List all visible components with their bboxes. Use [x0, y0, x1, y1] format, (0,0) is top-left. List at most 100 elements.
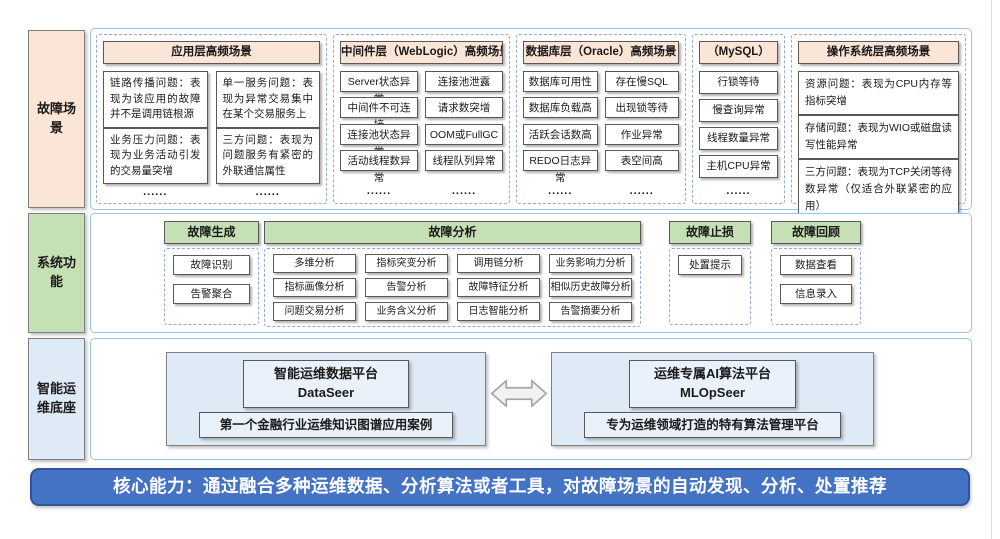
column-os-layer: 操作系统层高频场景 资源问题：表现为CPU内存等指标突增 存储问题：表现为WIO…	[791, 34, 966, 234]
fault-item: 活动线程数异常	[340, 149, 418, 184]
section-system-functions: 系统功能 故障生成 故障识别 告警聚合 故障分析 多维分析 指标突变分析 调用链…	[28, 213, 972, 333]
platform-title: 智能运维数据平台 DataSeer	[243, 360, 409, 408]
column-header: 中间件层（WebLogic）高频场景	[340, 41, 503, 64]
fault-item: 中间件不可连接	[340, 97, 418, 131]
fault-item: 线程数量异常	[699, 127, 778, 150]
fault-item: 活跃会话数高	[523, 123, 598, 145]
column-body: 资源问题：表现为CPU内存等指标突增 存储问题：表现为WIO或磁盘读写性能异常 …	[798, 71, 959, 234]
fault-item: 业务压力问题：表现为业务活动引发的交易量突增	[103, 127, 208, 184]
fault-item: 请求数突增	[425, 97, 503, 119]
column-header: 数据库层（Oracle）高频场景	[523, 41, 679, 64]
fault-item: REDO日志异常	[523, 149, 598, 184]
aiops-base-panel: 智能运维数据平台 DataSeer 第一个金融行业运维知识图谱应用案例 运维专属…	[90, 338, 972, 460]
function-item: 故障识别	[173, 255, 250, 275]
function-item: 业务含义分析	[365, 302, 448, 321]
group-body: 多维分析 指标突变分析 调用链分析 业务影响力分析 指标画像分析 告警分析 故障…	[264, 248, 641, 327]
function-item: 日志智能分析	[457, 302, 540, 321]
fault-scenarios-panel: 应用层高频场景 链路传播问题：表现为该应用的故障并不是调用链根源 业务压力问题：…	[90, 28, 972, 234]
function-item: 问题交易分析	[273, 302, 356, 321]
group-body: 故障识别 告警聚合	[164, 248, 259, 325]
ellipsis: ......	[629, 185, 654, 197]
system-functions-label: 系统功能	[28, 213, 85, 333]
fault-item: 存储问题：表现为WIO或磁盘读写性能异常	[798, 115, 959, 159]
column-mysql: （MySQL） 行锁等待 慢查询异常 线程数量异常 主机CPU异常 ......	[692, 34, 785, 204]
fault-item: Server状态异常	[340, 71, 418, 105]
bidirectional-arrow-icon	[490, 379, 548, 408]
fault-scenarios-label: 故障场景	[28, 30, 85, 208]
column-body: 行锁等待 慢查询异常 线程数量异常 主机CPU异常 ......	[699, 71, 778, 197]
group-header: 故障分析	[264, 221, 641, 244]
ellipsis: ......	[366, 185, 392, 197]
column-body: Server状态异常 连接池泄露 中间件不可连接 请求数突增 连接池状态异常 O…	[340, 71, 503, 197]
fault-item: 行锁等待	[699, 71, 778, 94]
fault-item: 三方问题：表现为问题服务有紧密的外联通信属性	[215, 127, 320, 184]
column-header: （MySQL）	[699, 41, 778, 64]
fault-item: 单一服务问题：表现为异常交易集中在某个交易服务上	[215, 71, 320, 128]
ellipsis: ......	[451, 185, 477, 197]
platform-title-line2: MLOpSeer	[679, 384, 745, 400]
fault-item: 主机CPU异常	[699, 155, 778, 178]
group-header: 故障止损	[669, 221, 751, 244]
fault-item: 慢查询异常	[699, 99, 778, 122]
platform-description: 第一个金融行业运维知识图谱应用案例	[198, 411, 454, 438]
fault-item: 连接池泄露	[425, 71, 503, 92]
function-item: 指标画像分析	[273, 278, 356, 297]
group-header: 故障回顾	[771, 221, 861, 244]
ellipsis: ......	[726, 185, 751, 197]
section-aiops-base: 智能运维底座 智能运维数据平台 DataSeer 第一个金融行业运维知识图谱应用…	[28, 338, 972, 460]
function-item: 多维分析	[273, 254, 356, 273]
ellipsis: ......	[255, 186, 280, 198]
function-item: 告警分析	[365, 278, 448, 297]
ellipsis: ......	[548, 185, 573, 197]
function-item: 告警聚合	[173, 284, 250, 304]
system-functions-panel: 故障生成 故障识别 告警聚合 故障分析 多维分析 指标突变分析 调用链分析 业务…	[90, 213, 972, 333]
fault-item: 存在慢SQL	[604, 71, 679, 92]
column-body: 数据库可用性 存在慢SQL 数据库负载高 出现锁等待 活跃会话数高 作业异常 R…	[523, 71, 679, 197]
fault-item: OOM或FullGC	[425, 123, 503, 145]
column-header: 应用层高频场景	[103, 41, 320, 64]
function-item: 相似历史故障分析	[549, 278, 632, 297]
column-application-layer: 应用层高频场景 链路传播问题：表现为该应用的故障并不是调用链根源 业务压力问题：…	[96, 34, 327, 204]
function-item: 调用链分析	[457, 254, 540, 273]
platform-description: 专为运维领域打造的特有算法管理平台	[584, 411, 841, 438]
fault-item: 连接池状态异常	[340, 123, 418, 158]
aiops-base-label: 智能运维底座	[28, 338, 85, 460]
core-capability-bar: 核心能力：通过融合多种运维数据、分析算法或者工具，对故障场景的自动发现、分析、处…	[30, 468, 970, 506]
column-middleware-weblogic: 中间件层（WebLogic）高频场景 Server状态异常 连接池泄露 中间件不…	[333, 34, 510, 204]
column-database-oracle: 数据库层（Oracle）高频场景 数据库可用性 存在慢SQL 数据库负载高 出现…	[516, 34, 686, 204]
group-header: 故障生成	[164, 221, 259, 244]
group-body: 数据查看 信息录入	[771, 248, 861, 325]
fault-item: 线程队列异常	[425, 149, 503, 171]
platform-dataseer: 智能运维数据平台 DataSeer 第一个金融行业运维知识图谱应用案例	[166, 352, 486, 446]
group-fault-analysis: 故障分析 多维分析 指标突变分析 调用链分析 业务影响力分析 指标画像分析 告警…	[264, 221, 641, 327]
group-fault-review: 故障回顾 数据查看 信息录入	[771, 221, 861, 325]
ellipsis: ......	[143, 186, 168, 198]
fault-item: 作业异常	[604, 123, 679, 145]
sub-column: 链路传播问题：表现为该应用的故障并不是调用链根源 业务压力问题：表现为业务活动引…	[103, 71, 208, 198]
fault-item: 数据库可用性	[523, 71, 598, 92]
function-item: 告警摘要分析	[549, 302, 632, 321]
page-edge	[991, 0, 992, 539]
function-item: 信息录入	[780, 284, 852, 304]
fault-item: 链路传播问题：表现为该应用的故障并不是调用链根源	[103, 71, 208, 128]
function-item: 故障特征分析	[457, 278, 540, 297]
platform-mlopseer: 运维专属AI算法平台 MLOpSeer 专为运维领域打造的特有算法管理平台	[551, 352, 874, 446]
function-item: 数据查看	[780, 255, 852, 275]
column-body: 链路传播问题：表现为该应用的故障并不是调用链根源 业务压力问题：表现为业务活动引…	[103, 71, 320, 198]
platform-title-line2: DataSeer	[297, 384, 355, 400]
fault-item: 表空间高	[604, 149, 679, 171]
column-header: 操作系统层高频场景	[798, 41, 959, 64]
group-body: 处置提示	[669, 248, 751, 325]
section-fault-scenarios: 故障场景 应用层高频场景 链路传播问题：表现为该应用的故障并不是调用链根源 业务…	[28, 28, 972, 234]
sub-column: 单一服务问题：表现为异常交易集中在某个交易服务上 三方问题：表现为问题服务有紧密…	[215, 71, 320, 198]
function-item: 业务影响力分析	[549, 254, 632, 273]
platform-title: 运维专属AI算法平台 MLOpSeer	[629, 360, 796, 408]
fault-item: 资源问题：表现为CPU内存等指标突增	[798, 71, 959, 115]
group-fault-generation: 故障生成 故障识别 告警聚合	[164, 221, 259, 325]
platform-title-line1: 智能运维数据平台	[273, 366, 378, 381]
fault-item: 出现锁等待	[604, 97, 679, 119]
fault-item: 三方问题：表现为TCP关闭等待数异常（仅适合外联紧密的应用）	[798, 159, 959, 220]
fault-item: 数据库负载高	[523, 97, 598, 119]
function-item: 指标突变分析	[365, 254, 448, 273]
